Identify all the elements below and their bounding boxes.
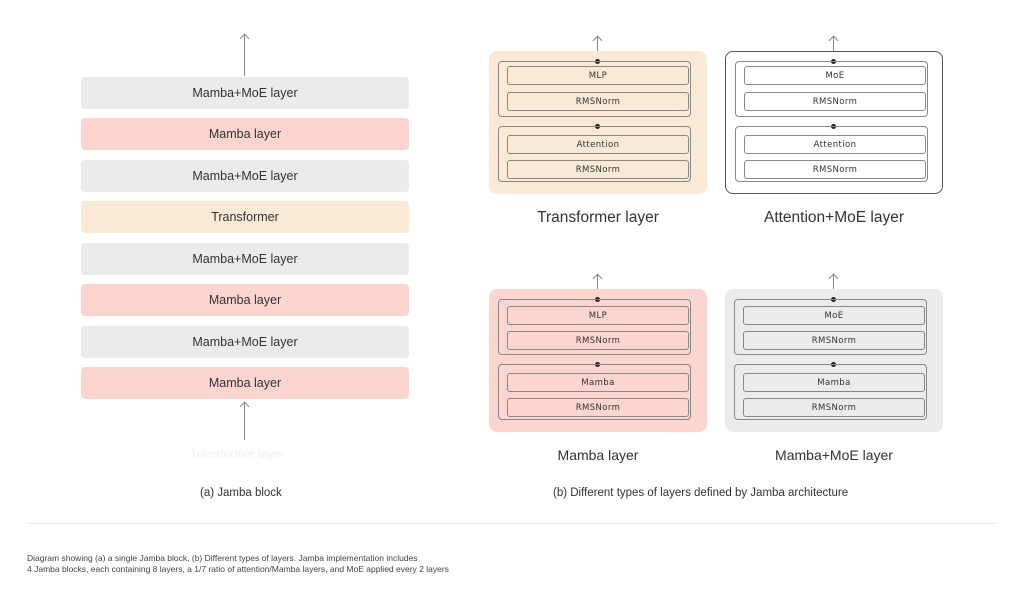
panel3-output-line (597, 274, 598, 298)
panel3-bottom-norm: RMSNorm (507, 398, 689, 417)
panel-mamba-moe-layer: MoE RMSNorm Mamba RMSNorm (725, 289, 943, 432)
panel1-top-block: MLP (507, 66, 689, 85)
panel2-output-arrowhead (828, 35, 839, 46)
panel-transformer-layer: MLP RMSNorm Attention RMSNorm (489, 51, 707, 194)
panel2-top-block: MoE (744, 66, 926, 85)
panel3-upper-group (498, 299, 691, 355)
panel1-output-arrowhead (592, 35, 603, 46)
panel2-title: Attention+MoE layer (763, 209, 904, 226)
panel2-lower-group (735, 126, 928, 182)
panel2-bottom-norm: RMSNorm (744, 160, 926, 179)
separator-line (27, 523, 997, 524)
panel3-bottom-block: Mamba (507, 373, 689, 392)
right-caption: (b) Different types of layers defined by… (553, 487, 849, 499)
panel-attention-moe-layer: MoE RMSNorm Attention RMSNorm (725, 51, 943, 194)
stack-layer-5: Mamba+MoE layer (81, 243, 409, 275)
panel3-top-block: MLP (507, 306, 689, 325)
panel3-lower-group (498, 364, 691, 420)
stack-layer-4: Transformer (81, 201, 409, 233)
panel4-top-block: MoE (743, 306, 925, 325)
footnote-line-1: Diagram showing (a) a single Jamba block… (27, 553, 418, 563)
panel4-bottom-norm: RMSNorm (743, 398, 925, 417)
panel3-title: Mamba layer (557, 447, 639, 463)
stack-layer-7: Mamba+MoE layer (81, 326, 409, 358)
footnote: Diagram showing (a) a single Jamba block… (27, 553, 449, 575)
stack-output-arrow-line (244, 34, 245, 76)
panel1-bottom-norm: RMSNorm (507, 160, 689, 179)
stack-input-arrowhead (239, 401, 250, 412)
footnote-line-2: 4 Jamba blocks, each containing 8 layers… (27, 564, 449, 574)
panel1-bottom-block: Attention (507, 135, 689, 154)
panel2-bottom-block: Attention (744, 135, 926, 154)
panel4-title: Mamba+MoE layer (775, 447, 893, 463)
panel2-top-norm: RMSNorm (744, 92, 926, 111)
panel3-output-arrowhead (592, 273, 603, 284)
panel1-title: Transformer layer (537, 209, 659, 226)
panel4-output-line (833, 274, 834, 298)
panel4-lower-group (734, 364, 927, 420)
stack-layer-8: Mamba layer (81, 367, 409, 399)
panel1-lower-group (498, 126, 691, 182)
stack-output-arrowhead (239, 33, 250, 44)
stack-layer-6: Mamba layer (81, 284, 409, 316)
panel4-top-norm: RMSNorm (743, 331, 925, 350)
panel4-output-arrowhead (828, 273, 839, 284)
panel4-upper-group (734, 299, 927, 355)
stack-input-arrow-line (244, 402, 245, 440)
panel1-output-line (597, 36, 598, 60)
panel1-top-norm: RMSNorm (507, 92, 689, 111)
panel2-output-line (833, 36, 834, 60)
left-caption: (a) Jamba block (200, 487, 282, 499)
ghost-layer-label: Transformer layer (190, 447, 285, 461)
panel2-upper-group (735, 61, 928, 117)
panel4-bottom-block: Mamba (743, 373, 925, 392)
panel-mamba-layer: MLP RMSNorm Mamba RMSNorm (489, 289, 707, 432)
stack-layer-1: Mamba+MoE layer (81, 77, 409, 109)
panel1-upper-group (498, 61, 691, 117)
panel3-top-norm: RMSNorm (507, 331, 689, 350)
stack-layer-2: Mamba layer (81, 118, 409, 150)
stack-layer-3: Mamba+MoE layer (81, 160, 409, 192)
